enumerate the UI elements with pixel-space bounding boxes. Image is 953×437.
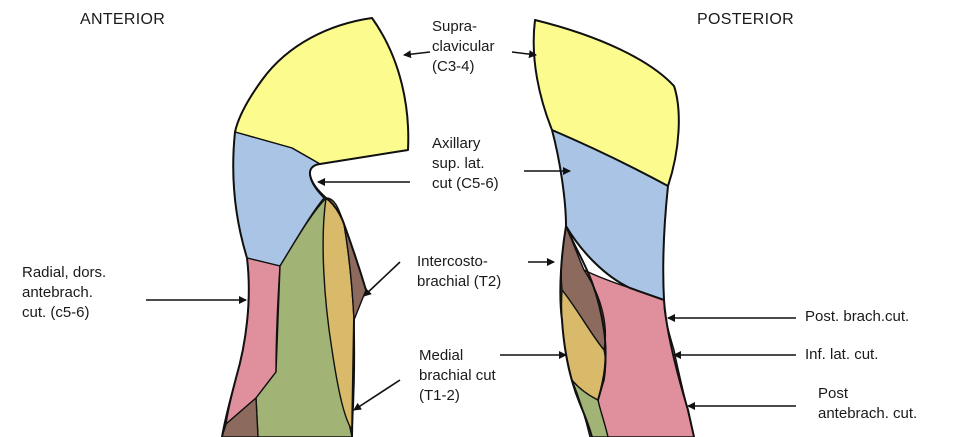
supraclavicular-label: Supra- clavicular (C3-4) [432,17,495,77]
inf-lat-label: Inf. lat. cut. [805,345,878,365]
post-antebrach-label-line-1: Post [818,384,917,404]
radial-dors-label: Radial, dors. antebrach. cut. (c5-6) [22,263,106,323]
axillary-label-line-2: sup. lat. [432,154,499,174]
axillary-label-line-1: Axillary [432,134,499,154]
post-antebrach-label: Post antebrach. cut. [818,384,917,424]
arrow-medial-brachial-left [354,380,400,410]
medial-brachial-label-line-2: brachial cut [419,366,496,386]
medial-brachial-label-line-1: Medial [419,346,496,366]
anterior-arm [222,18,408,437]
posterior-arm [534,20,694,437]
supraclavicular-label-line-2: clavicular [432,37,495,57]
arrow-intercostobrachial-left [364,262,400,296]
radial-dors-label-line-1: Radial, dors. [22,263,106,283]
axillary-label: Axillary sup. lat. cut (C5-6) [432,134,499,194]
medial-brachial-label: Medial brachial cut (T1-2) [419,346,496,406]
intercostobrachial-label-line-1: Intercosto- [417,252,501,272]
post-brach-label: Post. brach.cut. [805,307,909,327]
supraclavicular-label-line-3: (C3-4) [432,57,495,77]
axillary-label-line-3: cut (C5-6) [432,174,499,194]
radial-dors-label-line-3: cut. (c5-6) [22,303,106,323]
intercostobrachial-label-line-2: brachial (T2) [417,272,501,292]
post-antebrach-label-line-2: antebrach. cut. [818,404,917,424]
supraclavicular-label-line-1: Supra- [432,17,495,37]
radial-dors-label-line-2: antebrach. [22,283,106,303]
medial-brachial-label-line-3: (T1-2) [419,386,496,406]
posterior-title: POSTERIOR [697,10,794,30]
intercostobrachial-label: Intercosto- brachial (T2) [417,252,501,292]
arrow-supraclavicular-right [512,52,536,55]
arrow-supraclavicular-left [404,52,430,55]
anterior-title: ANTERIOR [80,10,165,30]
